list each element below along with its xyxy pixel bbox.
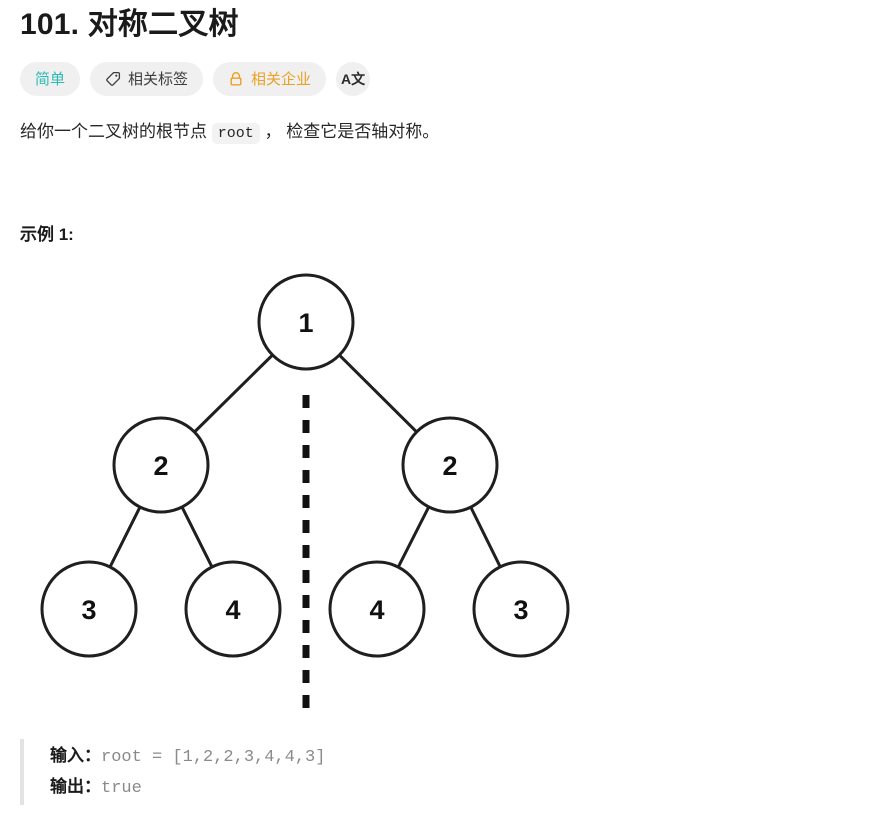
difficulty-label: 简单 [35,70,66,88]
tree-node: 4 [328,560,426,658]
related-companies-label: 相关企业 [251,70,312,88]
example-1-heading: 示例 1: [20,225,74,244]
problem-page: 101. 对称二叉树 简单 相关标签 相关企业 A [20,8,863,805]
tree-node-value: 4 [225,595,240,625]
related-tags-label: 相关标签 [128,70,189,88]
tree-node-value: 3 [513,595,528,625]
tree-node-circle [328,560,426,658]
related-tags-button[interactable]: 相关标签 [90,62,204,96]
example-input-line: 输入：root = [1,2,2,3,4,4,3] [50,741,863,772]
tree-node-circle [112,416,210,514]
tree-edge [396,506,431,568]
tree-node: 3 [40,560,138,658]
tree-node-circle [472,560,570,658]
lock-icon [228,71,244,87]
description-text-before: 给你一个二叉树的根节点 [20,122,212,141]
tree-node: 2 [112,416,210,514]
tree-node-value: 2 [442,451,457,481]
difficulty-badge[interactable]: 简单 [20,62,81,96]
output-value: true [101,779,142,798]
tree-node-circle [184,560,282,658]
tree-node-value: 1 [298,308,313,338]
tree-node-value: 2 [153,451,168,481]
inline-code-root: root [211,123,260,144]
tree-node: 4 [184,560,282,658]
tag-icon [105,71,121,87]
tree-edge [193,353,274,434]
tree-node: 3 [472,560,570,658]
translate-icon: A文 [340,71,366,87]
binary-tree-figure: 1 2 2 3 4 4 3 [20,259,863,719]
tree-edge [469,506,502,568]
output-label: 输出： [50,777,101,796]
related-companies-button[interactable]: 相关企业 [213,62,327,96]
page-title: 101. 对称二叉树 [20,8,239,41]
example-output-line: 输出：true [50,772,863,803]
translate-button[interactable]: A文 [336,62,371,96]
tree-node: 2 [401,416,499,514]
binary-tree-diagram: 1 2 2 3 4 4 3 [40,273,570,713]
tree-edge [108,506,142,568]
tree-edge [338,354,418,433]
input-label: 输入： [50,746,101,765]
tree-node-circle [40,560,138,658]
example-1-io: 输入：root = [1,2,2,3,4,4,3] 输出：true [20,739,863,805]
tree-node-circle [401,416,499,514]
tree-node-value: 4 [369,595,384,625]
tree-node: 1 [257,273,355,371]
tree-node-circle [257,273,355,371]
tree-node-value: 3 [81,595,96,625]
description-text-after: ， 检查它是否轴对称。 [259,122,440,141]
input-value: root = [1,2,2,3,4,4,3] [101,748,326,767]
problem-description: 给你一个二叉树的根节点 root ， 检查它是否轴对称。 [20,118,863,148]
badge-row: 简单 相关标签 相关企业 A文 [20,62,863,96]
tree-edge [180,506,214,568]
